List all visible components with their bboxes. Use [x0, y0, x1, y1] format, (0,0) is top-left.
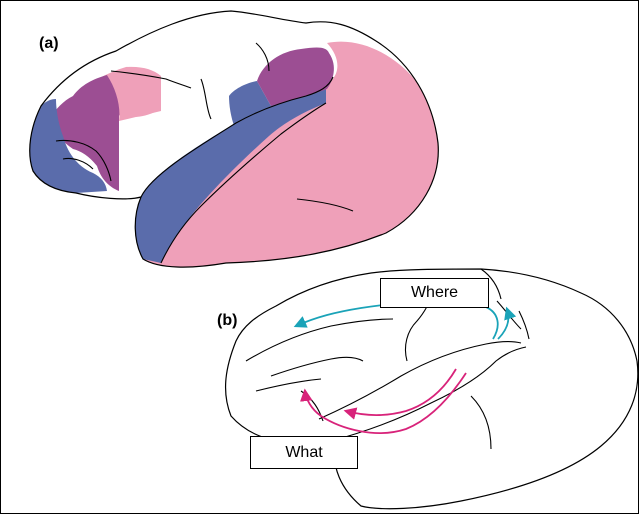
brain-a [30, 11, 439, 267]
brain-a-colored-regions [30, 42, 439, 268]
where-label-box: Where [380, 278, 489, 308]
what-label-box: What [250, 436, 358, 469]
panel-a-label: (a) [39, 35, 59, 53]
panel-b-label: (b) [217, 312, 237, 330]
